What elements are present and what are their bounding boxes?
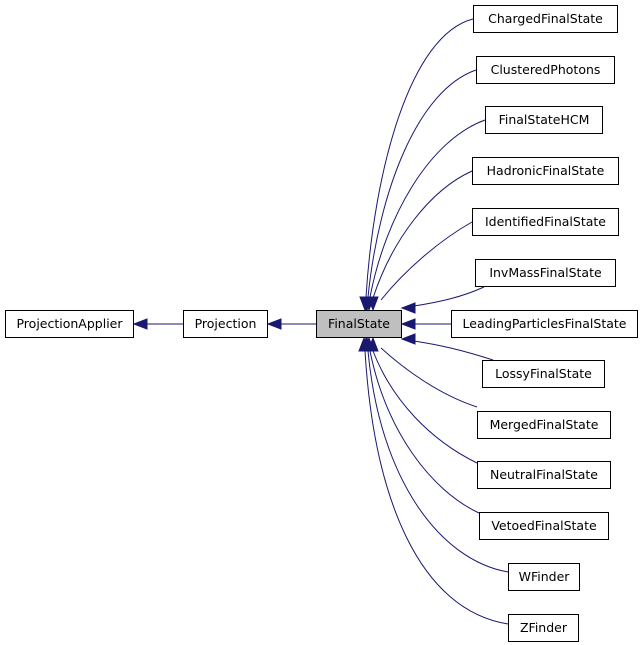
node-inv-mass-final-state[interactable]: InvMassFinalState (475, 259, 616, 287)
edge-line (367, 350, 509, 573)
node-merged-final-state[interactable]: MergedFinalState (477, 411, 611, 439)
edge-lossy-final-state-to-final-state (400, 333, 494, 361)
edge-vetoed-final-state-to-final-state (361, 336, 480, 514)
edge-arrowhead (266, 318, 282, 330)
edge-leading-particles-final-state-to-final-state (400, 318, 451, 330)
edge-z-finder-to-final-state (358, 336, 509, 625)
node-label-lossy-final-state: LossyFinalState (495, 366, 592, 381)
node-w-finder[interactable]: WFinder (508, 563, 580, 591)
node-label-inv-mass-final-state: InvMassFinalState (489, 265, 602, 280)
edge-projection-to-projection-applier (132, 318, 183, 330)
node-label-projection: Projection (195, 316, 257, 331)
edges-layer (132, 18, 509, 625)
node-label-leading-particles-final-state: LeadingParticlesFinalState (463, 316, 627, 331)
node-label-hadronic-final-state: HadronicFinalState (487, 163, 605, 178)
edge-final-state-hcm-to-final-state (361, 119, 486, 312)
edge-line (365, 18, 474, 298)
node-label-neutral-final-state: NeutralFinalState (490, 467, 598, 482)
node-clustered-photons[interactable]: ClusteredPhotons (476, 56, 615, 84)
edge-line (413, 340, 494, 361)
node-label-projection-applier: ProjectionApplier (16, 316, 123, 331)
edge-arrowhead (400, 318, 416, 330)
edge-final-state-to-projection (266, 318, 316, 330)
node-neutral-final-state[interactable]: NeutralFinalState (477, 461, 611, 489)
node-z-finder[interactable]: ZFinder (508, 614, 579, 642)
edge-line (364, 350, 509, 625)
node-hadronic-final-state[interactable]: HadronicFinalState (472, 157, 619, 185)
node-label-z-finder: ZFinder (520, 620, 568, 635)
edge-line (369, 119, 486, 298)
node-final-state[interactable]: FinalState (316, 310, 402, 338)
edge-arrowhead (400, 333, 416, 345)
node-label-clustered-photons: ClusteredPhotons (491, 62, 601, 77)
edge-line (372, 170, 473, 299)
edge-hadronic-final-state-to-final-state (363, 170, 473, 312)
node-label-merged-final-state: MergedFinalState (490, 417, 599, 432)
edge-arrowhead (358, 336, 370, 352)
node-projection-applier[interactable]: ProjectionApplier (5, 310, 134, 338)
node-lossy-final-state[interactable]: LossyFinalState (482, 360, 605, 388)
nodes-layer: ProjectionApplier Projection FinalState … (5, 5, 638, 642)
node-label-identified-final-state: IdentifiedFinalState (485, 214, 606, 229)
edge-arrowhead (367, 296, 379, 312)
node-leading-particles-final-state[interactable]: LeadingParticlesFinalState (451, 310, 638, 338)
node-final-state-hcm[interactable]: FinalStateHCM (485, 106, 603, 134)
edge-line (369, 350, 480, 514)
node-projection[interactable]: Projection (183, 310, 268, 338)
node-label-charged-final-state: ChargedFinalState (488, 11, 603, 26)
node-label-w-finder: WFinder (519, 569, 571, 584)
edge-identified-final-state-to-final-state (367, 221, 473, 312)
edge-merged-final-state-to-final-state (367, 336, 478, 408)
edge-clustered-photons-to-final-state (360, 69, 477, 312)
node-label-final-state: FinalState (328, 316, 390, 331)
edge-line (380, 221, 473, 301)
edge-arrowhead (132, 318, 148, 330)
node-vetoed-final-state[interactable]: VetoedFinalState (479, 512, 609, 540)
edge-arrowhead (400, 302, 416, 314)
edge-inv-mass-final-state-to-final-state (400, 286, 485, 314)
edge-line (413, 286, 485, 307)
edge-line (380, 347, 478, 408)
node-label-final-state-hcm: FinalStateHCM (499, 112, 590, 127)
edge-line (372, 350, 478, 464)
node-label-vetoed-final-state: VetoedFinalState (491, 518, 597, 533)
node-identified-final-state[interactable]: IdentifiedFinalState (472, 208, 619, 236)
node-charged-final-state[interactable]: ChargedFinalState (473, 5, 618, 33)
edge-line (367, 69, 477, 298)
